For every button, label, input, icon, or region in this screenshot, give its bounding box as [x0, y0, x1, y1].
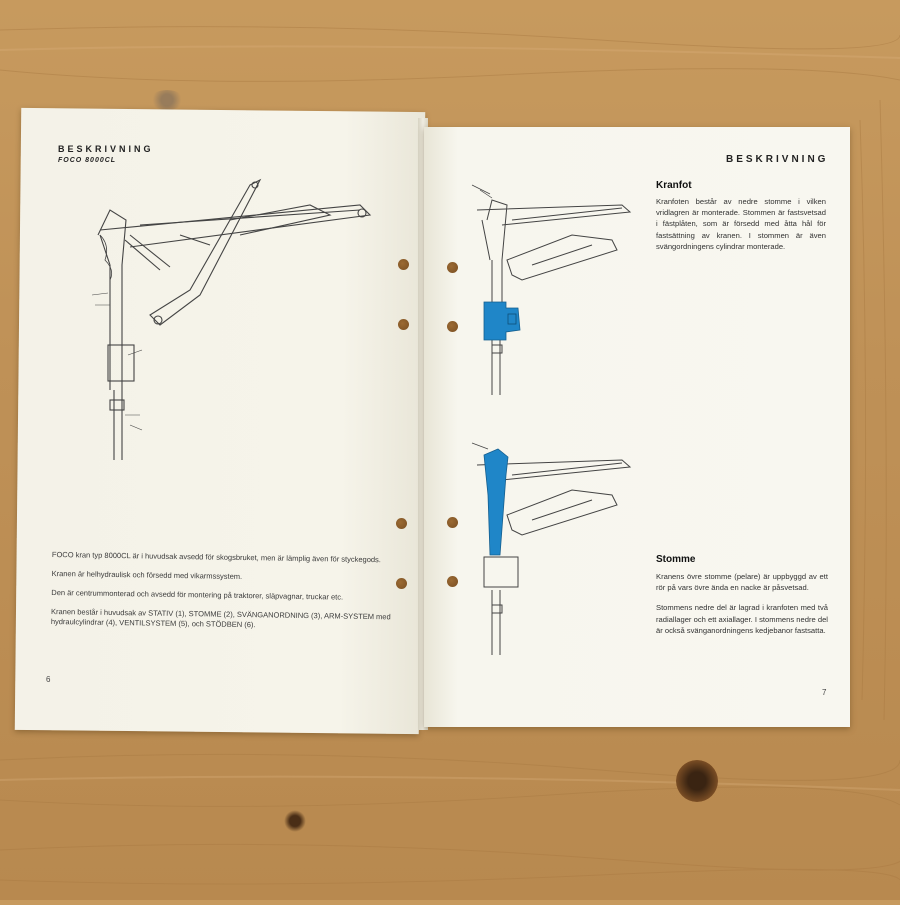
- wood-knot: [676, 760, 718, 802]
- left-page-header: BESKRIVNING FOCO 8000CL: [58, 144, 154, 164]
- left-header-model: FOCO 8000CL: [58, 157, 117, 164]
- right-page-number: 7: [822, 688, 827, 697]
- left-page-body: FOCO kran typ 8000CL är i huvudsak avsed…: [51, 550, 414, 642]
- punch-hole: [398, 259, 409, 270]
- section-paragraph: Stommens nedre del är lagrad i kranfoten…: [656, 603, 828, 635]
- left-page-number: 6: [46, 675, 51, 684]
- left-paragraph: Kranen är helhydraulisk och försedd med …: [51, 568, 243, 581]
- punch-hole: [447, 262, 458, 273]
- right-page: [424, 127, 850, 727]
- left-paragraph: Kranen består i huvudsak av STATIV (1), …: [50, 606, 391, 630]
- left-header-title: BESKRIVNING: [58, 144, 154, 154]
- crane-drawing-full: [91, 178, 372, 460]
- section-paragraph: Kranfoten består av nedre stomme i vilke…: [656, 197, 826, 251]
- section-text-kranfot: Kranfoten består av nedre stomme i vilke…: [656, 196, 826, 261]
- punch-hole: [447, 517, 458, 528]
- right-page-header: BESKRIVNING: [726, 154, 829, 165]
- section-title-kranfot: Kranfot: [656, 180, 692, 191]
- punch-hole: [396, 578, 407, 589]
- left-paragraph: Den är centrummonterad och avsedd för mo…: [51, 587, 344, 602]
- wood-knot: [150, 90, 184, 110]
- section-paragraph: Kranens övre stomme (pelare) är uppbyggd…: [656, 572, 828, 593]
- punch-hole: [447, 576, 458, 587]
- punch-hole: [396, 518, 407, 529]
- book-spine: [418, 118, 428, 730]
- wood-knot: [284, 810, 306, 832]
- section-text-stomme: Kranens övre stomme (pelare) är uppbyggd…: [656, 571, 828, 645]
- punch-hole: [398, 319, 409, 330]
- crane-drawing-kranfot: [471, 184, 632, 395]
- punch-hole: [447, 321, 458, 332]
- crane-drawing-stomme: [471, 442, 632, 655]
- section-title-stomme: Stomme: [656, 554, 696, 565]
